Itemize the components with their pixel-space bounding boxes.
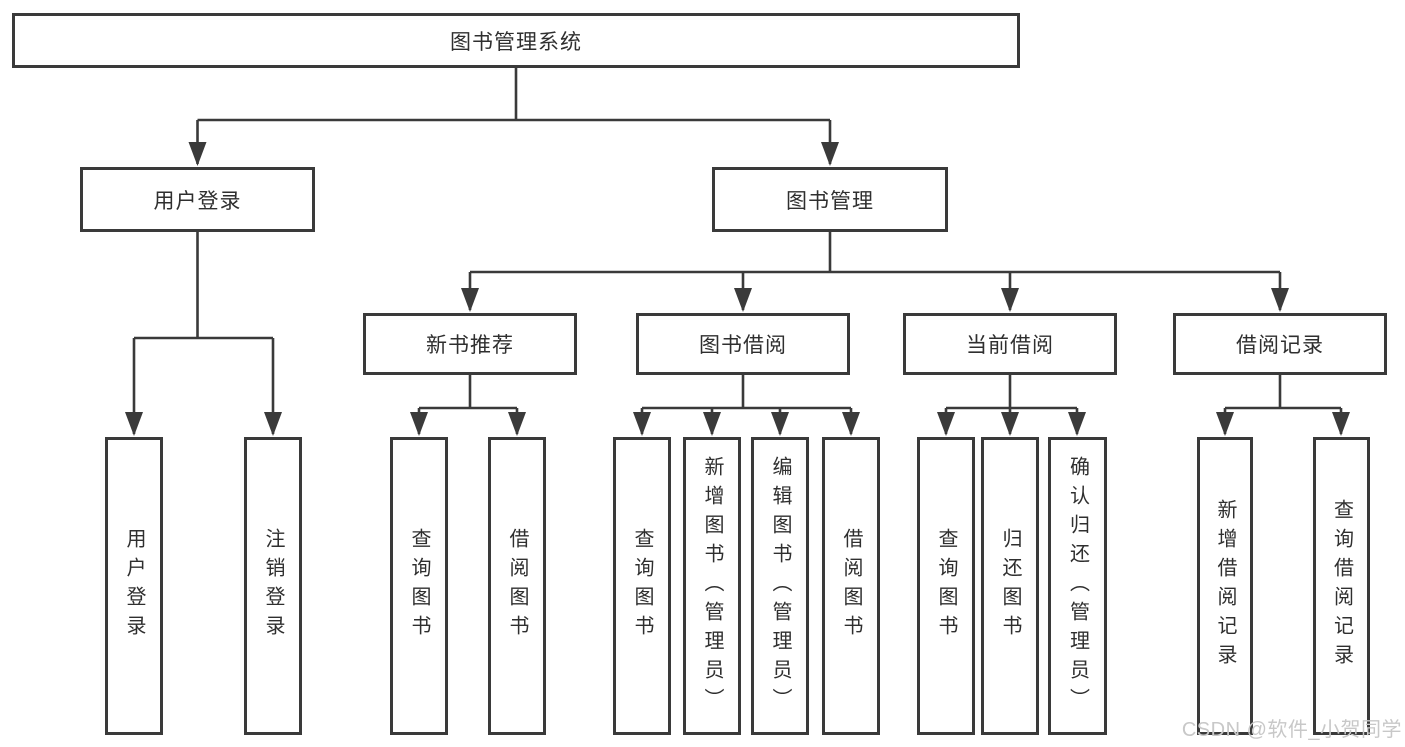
leaf-logout-label: 注销登录	[262, 528, 284, 644]
node-book-borrowing: 图书借阅	[636, 313, 850, 375]
leaf-bb-add-books-admin-label: 新增图书（管理员）	[701, 455, 723, 717]
connector-current-borrow	[946, 373, 1077, 410]
node-book-management: 图书管理	[712, 167, 948, 232]
node-book-borrowing-label: 图书借阅	[699, 334, 787, 357]
leaf-nb-query-books-label: 查询图书	[408, 528, 430, 644]
leaf-cb-query-books: 查询图书	[917, 437, 975, 735]
connector-root	[197, 68, 830, 122]
leaf-bb-add-books-admin: 新增图书（管理员）	[683, 437, 741, 735]
leaf-nb-query-books: 查询图书	[390, 437, 448, 735]
node-library-system: 图书管理系统	[12, 13, 1020, 68]
leaf-nb-borrow-books-label: 借阅图书	[506, 528, 528, 644]
connector-user-login	[134, 232, 273, 340]
node-user-login: 用户登录	[80, 167, 315, 232]
leaf-br-query-record-label: 查询借阅记录	[1330, 499, 1353, 673]
node-library-system-label: 图书管理系统	[450, 30, 582, 54]
leaf-br-add-record: 新增借阅记录	[1197, 437, 1253, 735]
leaf-bb-borrow-books: 借阅图书	[822, 437, 880, 735]
node-user-login-label: 用户登录	[153, 189, 242, 213]
node-borrowing-records: 借阅记录	[1173, 313, 1387, 375]
connector-book-borrow	[642, 373, 851, 410]
leaf-logout: 注销登录	[244, 437, 302, 735]
csdn-watermark: CSDN @软件_小贺同学	[1181, 719, 1402, 741]
leaf-user-login-label: 用户登录	[123, 528, 145, 644]
leaf-cb-return-books-label: 归还图书	[999, 528, 1021, 644]
node-new-book-recommend: 新书推荐	[363, 313, 577, 375]
connector-new-book	[419, 373, 517, 410]
leaf-bb-query-books: 查询图书	[613, 437, 671, 735]
leaf-bb-edit-books-admin: 编辑图书（管理员）	[751, 437, 809, 735]
leaf-cb-confirm-return-admin-label: 确认归还（管理员）	[1066, 455, 1089, 717]
leaf-bb-edit-books-admin-label: 编辑图书（管理员）	[769, 455, 791, 717]
leaf-bb-borrow-books-label: 借阅图书	[840, 528, 862, 644]
leaf-nb-borrow-books: 借阅图书	[488, 437, 546, 735]
node-borrowing-records-label: 借阅记录	[1236, 334, 1324, 357]
leaf-user-login: 用户登录	[105, 437, 163, 735]
node-current-borrowing: 当前借阅	[903, 313, 1117, 375]
leaf-bb-query-books-label: 查询图书	[631, 528, 653, 644]
leaf-br-query-record: 查询借阅记录	[1313, 437, 1370, 735]
leaf-cb-return-books: 归还图书	[981, 437, 1039, 735]
node-book-management-label: 图书管理	[786, 189, 874, 213]
node-new-book-recommend-label: 新书推荐	[426, 334, 514, 357]
leaf-br-add-record-label: 新增借阅记录	[1214, 499, 1236, 673]
node-current-borrowing-label: 当前借阅	[966, 334, 1054, 357]
leaf-cb-confirm-return-admin: 确认归还（管理员）	[1048, 437, 1107, 735]
connector-borrow-records	[1225, 373, 1341, 410]
leaf-cb-query-books-label: 查询图书	[935, 528, 957, 644]
connector-book-mgmt	[470, 232, 1280, 274]
